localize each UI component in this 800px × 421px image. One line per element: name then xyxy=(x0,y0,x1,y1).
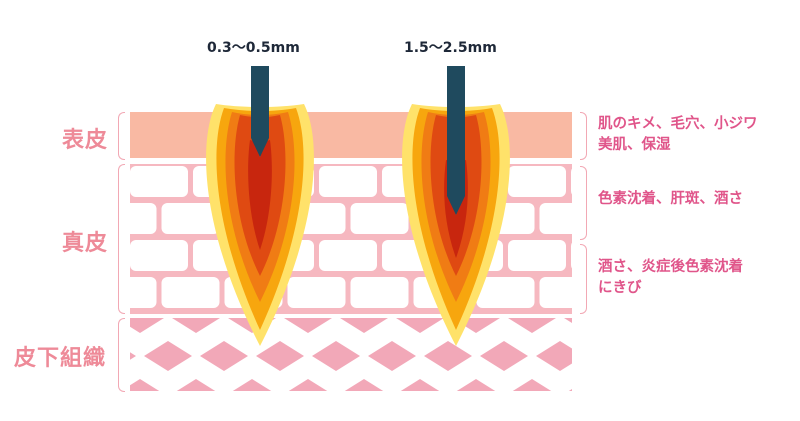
subcutaneous-diamond xyxy=(144,341,192,371)
effect-dermis-lower-line-2: にきび xyxy=(598,280,642,296)
subcutaneous-diamond xyxy=(288,379,328,391)
subcutaneous-diamond xyxy=(60,379,108,409)
dermis-layer xyxy=(130,164,572,314)
subcutaneous-diamond xyxy=(284,318,332,333)
subcutaneous-diamond xyxy=(60,303,108,333)
subcutaneous-diamond xyxy=(424,341,472,371)
subcutaneous-diamond xyxy=(368,341,416,371)
subcutaneous-diamond xyxy=(232,379,272,391)
subcutaneous-diamond xyxy=(512,379,552,391)
dermis-brick xyxy=(571,168,572,195)
dermis-brick xyxy=(539,203,572,234)
subcutaneous-diamond xyxy=(256,341,304,371)
dermis-brick xyxy=(130,203,157,234)
subcutaneous-diamond xyxy=(312,341,360,371)
effect-dermis-lower: 酒さ、炎症後色素沈着 にきび xyxy=(598,257,743,299)
subcutaneous-bracket xyxy=(118,318,125,392)
effect-dermis-lower-line-1: 酒さ、炎症後色素沈着 xyxy=(598,259,743,275)
dermis-bracket xyxy=(118,164,125,314)
subcutaneous-diamond xyxy=(344,379,384,391)
subcutaneous-layer xyxy=(60,303,572,409)
layer-label-epidermis: 表皮 xyxy=(62,128,109,153)
effect-bracket-epidermis xyxy=(580,112,587,160)
subcutaneous-diamond xyxy=(130,318,164,333)
effect-epidermis: 肌のキメ、毛穴、小ジワ 美肌、保湿 xyxy=(598,114,758,156)
epidermis-bracket xyxy=(118,112,125,160)
subcutaneous-diamond xyxy=(130,379,160,391)
effect-bracket-dermis-upper xyxy=(580,166,587,240)
dermis-brick xyxy=(319,166,377,197)
dermis-brick xyxy=(130,240,188,271)
effect-dermis-upper-line-1: 色素沈着、肝斑、酒さ xyxy=(598,191,743,207)
dermis-brick xyxy=(130,166,188,197)
subcutaneous-diamond xyxy=(200,341,248,371)
dermis-brick xyxy=(350,277,409,308)
heat-zone-shallow xyxy=(206,104,314,346)
dermis-brick xyxy=(319,240,377,271)
needle-shallow-depth: 0.3〜0.5mm xyxy=(207,40,300,56)
needle-deep-icon xyxy=(447,66,465,215)
layer-label-dermis: 真皮 xyxy=(62,231,109,256)
effect-bracket-dermis-lower xyxy=(580,244,587,314)
subcutaneous-diamond xyxy=(456,379,496,391)
effect-dermis-upper: 色素沈着、肝斑、酒さ xyxy=(598,189,743,210)
needle-deep-depth: 1.5〜2.5mm xyxy=(404,40,497,56)
dermis-brick xyxy=(350,203,409,234)
subcutaneous-diamond xyxy=(340,318,388,333)
subcutaneous-diamond xyxy=(480,341,528,371)
subcutaneous-diamond xyxy=(564,318,572,323)
subcutaneous-diamond xyxy=(396,318,444,333)
effect-epidermis-line-1: 肌のキメ、毛穴、小ジワ xyxy=(598,116,758,132)
dermis-brick xyxy=(508,240,566,271)
dermis-brick xyxy=(571,242,572,269)
dermis-brick xyxy=(508,166,566,197)
needle-shallow-icon xyxy=(251,66,269,157)
dermis-brick xyxy=(130,277,157,308)
dermis-brick xyxy=(287,277,346,308)
dermis-brick xyxy=(161,277,220,308)
subcutaneous-diamond xyxy=(536,341,572,371)
dermis-brick xyxy=(161,203,220,234)
dermis-brick xyxy=(476,277,535,308)
subcutaneous-diamond xyxy=(130,352,136,360)
dermis-brick xyxy=(539,277,572,308)
subcutaneous-diamond xyxy=(508,318,556,333)
effect-epidermis-line-2: 美肌、保湿 xyxy=(598,137,671,153)
subcutaneous-diamond xyxy=(172,318,220,333)
subcutaneous-diamond xyxy=(176,379,216,391)
subcutaneous-diamond xyxy=(568,389,572,391)
subcutaneous-diamond xyxy=(400,379,440,391)
layer-label-subcutaneous: 皮下組織 xyxy=(14,346,107,371)
